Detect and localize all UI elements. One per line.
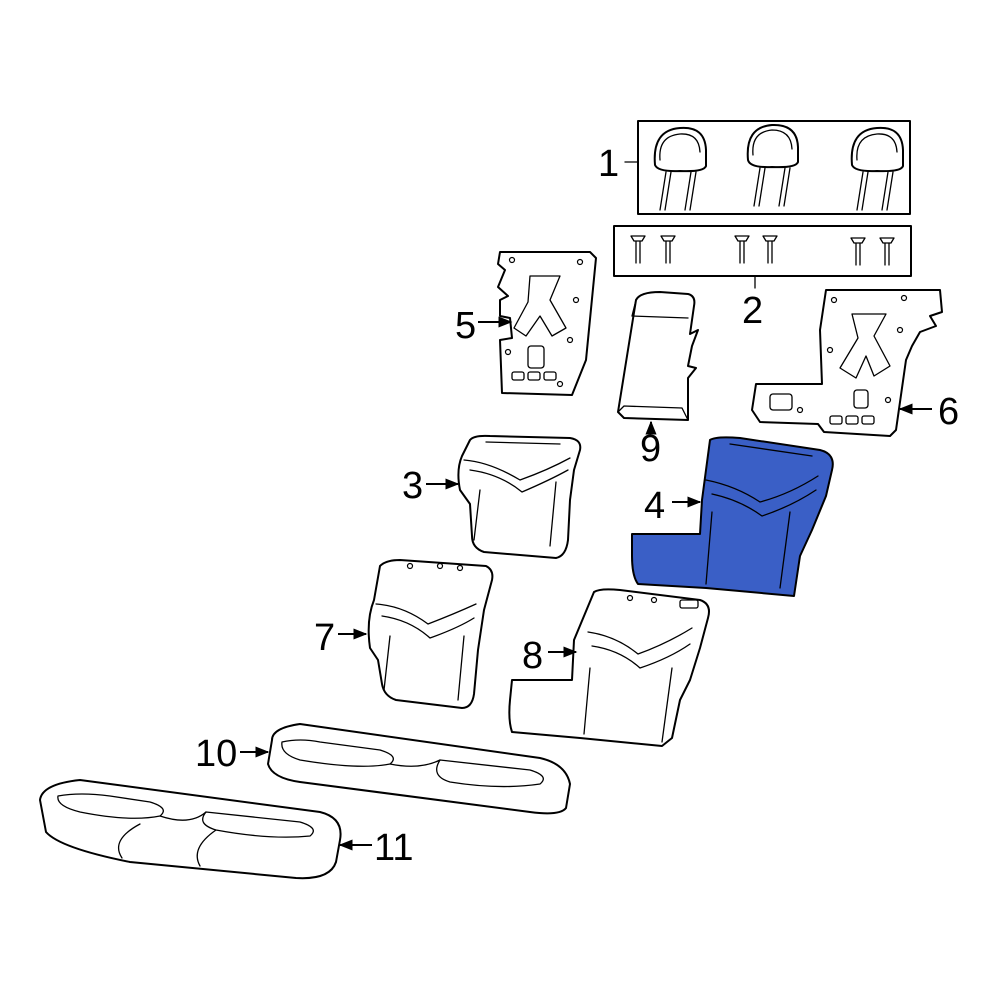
headrest-left: [653, 126, 707, 211]
guide-pair-center: [734, 235, 778, 264]
part-6-seat-back-frame-right[interactable]: [751, 289, 943, 437]
part-4-shape: [631, 436, 834, 597]
part-3-seat-back-cover-left[interactable]: [457, 434, 582, 559]
callout-9: 9: [640, 428, 661, 470]
part-8-seat-back-pad-right[interactable]: [508, 588, 710, 747]
part-11-seat-cushion-pad[interactable]: [39, 779, 342, 880]
guide-pair-left: [630, 235, 676, 264]
callout-3: 3: [402, 465, 423, 507]
part-2-headrest-guides[interactable]: [613, 225, 912, 289]
callout-7: 7: [314, 617, 335, 659]
callout-4: 4: [644, 485, 665, 527]
guide-pair-right: [850, 237, 895, 266]
part-9-armrest-pad[interactable]: [617, 291, 699, 421]
part-1-headrests[interactable]: [624, 120, 911, 215]
callout-2: 2: [742, 290, 763, 332]
callout-8: 8: [522, 635, 543, 677]
callout-11: 11: [374, 827, 413, 869]
callout-5: 5: [455, 305, 476, 347]
headrest-center: [746, 123, 799, 207]
callout-6: 6: [938, 391, 959, 433]
part-4-seat-back-cover-right-highlighted[interactable]: [631, 436, 834, 597]
part-10-seat-cushion-cover[interactable]: [267, 723, 571, 815]
callout-1: 1: [598, 143, 619, 185]
callout-10: 10: [195, 733, 237, 775]
headrest-right: [850, 126, 904, 211]
part-7-seat-back-pad-left[interactable]: [367, 559, 494, 709]
part-5-seat-back-frame-left[interactable]: [497, 251, 597, 396]
